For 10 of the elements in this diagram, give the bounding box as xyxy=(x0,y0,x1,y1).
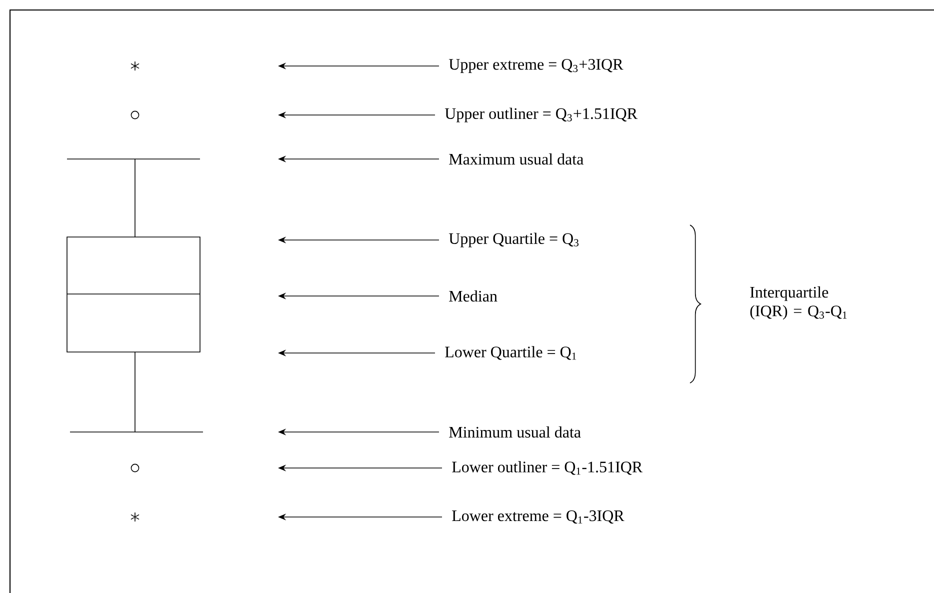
label-text: Lower outliner = Q$_{1}$-1.51IQR xyxy=(452,461,643,475)
label-text: Upper outliner = Q$_{3}$+1.51IQR xyxy=(444,108,638,122)
label-text: Lower Quartile = Q$_{1}$ xyxy=(445,346,576,360)
label-text: Upper Quartile = Q$_{3}$ xyxy=(448,232,578,248)
label-text: Lower extreme = Q$_{1}$-3IQR xyxy=(452,510,624,524)
label-text: Upper extreme = Q$_{3}$+3IQR xyxy=(448,59,624,73)
label-text: Minimum usual data xyxy=(449,426,581,438)
label-text: Interquartile (IQR) = Q$_{3}$-Q$_{1}$ xyxy=(750,286,847,320)
label-text: Maximum usual data xyxy=(449,153,584,165)
label-text: Median xyxy=(449,290,498,302)
